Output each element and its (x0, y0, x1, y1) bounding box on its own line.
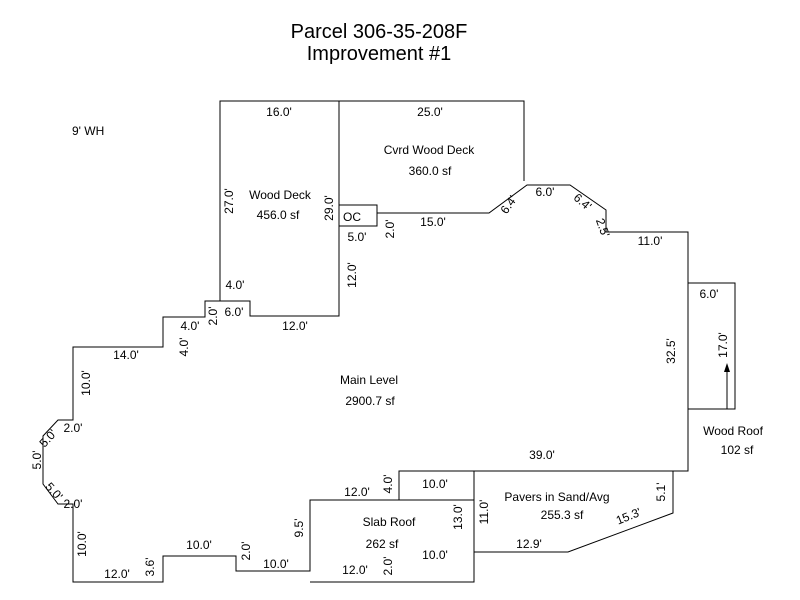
dim-label: 2.5' (593, 216, 613, 239)
wood-roof-arrow-head (724, 363, 730, 372)
main-level-area: 2900.7 sf (345, 394, 395, 408)
dim-label: 10.0' (263, 557, 289, 571)
dim-label: 5.0' (348, 230, 367, 244)
wood-roof-area: 102 sf (721, 443, 754, 457)
wood-deck-label: Wood Deck (249, 188, 312, 202)
main-level-label: Main Level (340, 373, 398, 387)
dim-label: 29.0' (322, 195, 336, 221)
dim-label: 12.9' (516, 537, 542, 551)
dim-label: 11.0' (638, 234, 663, 248)
dim-label: 10.0' (79, 370, 93, 396)
oc-box (339, 204, 378, 226)
improvement-title: Improvement #1 (307, 43, 452, 65)
dim-label: 10.0' (422, 477, 448, 491)
dim-label: 9.5' (292, 519, 306, 538)
dim-label: 5.0' (36, 427, 59, 450)
dim-label: 5.0' (42, 480, 65, 503)
dim-label: 6.0' (536, 185, 555, 199)
dim-label: 6.0' (700, 287, 719, 301)
slab-roof-label: Slab Roof (363, 515, 416, 529)
dim-label: 12.0' (345, 262, 359, 288)
dim-label: 2.0' (64, 497, 83, 511)
wood-roof-label: Wood Roof (703, 424, 763, 438)
dim-label: 10.0' (186, 538, 212, 552)
oc-label: OC (343, 210, 361, 224)
dim-label: 12.0' (104, 567, 130, 581)
dim-label: 32.5' (664, 338, 678, 364)
dim-label: 4.0' (181, 319, 200, 333)
dim-label: 4.0' (177, 338, 191, 357)
wall-height-note: 9' WH (72, 124, 104, 138)
slab-roof-area: 262 sf (366, 537, 399, 551)
dim-label: 12.0' (344, 485, 370, 499)
dim-label: 6.0' (225, 305, 244, 319)
dim-label: 13.0' (451, 504, 465, 530)
dim-label: 15.0' (420, 215, 446, 229)
dim-label: 12.0' (282, 319, 308, 333)
pavers-area: 255.3 sf (541, 508, 584, 522)
cvrd-wood-deck-label: Cvrd Wood Deck (384, 143, 475, 157)
dim-label: 6.4' (571, 190, 595, 213)
dim-label: 5.1' (654, 483, 668, 502)
dim-label: 11.0' (477, 500, 491, 525)
dim-label: 10.0' (422, 548, 448, 562)
dim-label: 27.0' (222, 188, 236, 214)
dim-label: 17.0' (716, 332, 730, 358)
wood-deck-area: 456.0 sf (257, 208, 300, 222)
wood-roof-outline (688, 282, 736, 410)
dim-label: 2.0' (239, 542, 253, 561)
dim-label: 2.0' (383, 220, 397, 239)
wood-deck-outline (219, 100, 525, 301)
pavers-outline (473, 471, 674, 553)
cvrd-wood-deck-area: 360.0 sf (409, 164, 452, 178)
main-level-outline (42, 184, 689, 583)
dim-label: 25.0' (417, 105, 443, 119)
dim-label: 6.4' (498, 193, 520, 217)
dim-label: 2.0' (381, 557, 395, 576)
dim-label: 2.0' (64, 421, 83, 435)
dim-label: 39.0' (529, 448, 555, 462)
dim-label: 3.6' (143, 558, 157, 577)
dim-label: 12.0' (342, 563, 368, 577)
parcel-title: Parcel 306-35-208F (291, 21, 468, 43)
dim-label: 4.0' (381, 475, 395, 494)
dim-label: 4.0' (226, 278, 245, 292)
dim-label: 15.3' (614, 505, 643, 528)
dim-label: 5.0' (30, 451, 44, 470)
dim-label: 10.0' (75, 531, 89, 557)
dim-label: 16.0' (266, 105, 292, 119)
dim-label: 2.0' (206, 307, 220, 326)
pavers-label: Pavers in Sand/Avg (504, 490, 609, 504)
dim-label: 14.0' (113, 348, 139, 362)
